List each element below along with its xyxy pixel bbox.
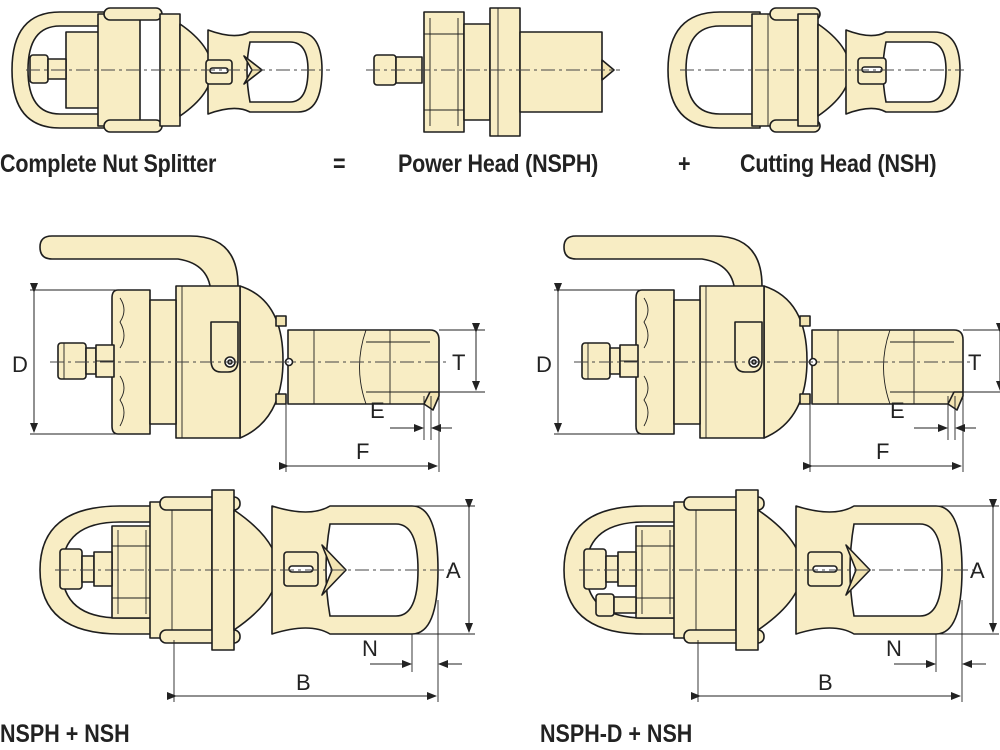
cutting-head-drawing [667,7,965,133]
power-head-label: Power Head (NSPH) [398,150,599,178]
nsph-d-nsh-side-view [554,236,1000,472]
dim-label-a: A [970,558,985,583]
power-head-drawing [365,7,621,137]
dim-label-t: T [968,350,981,375]
dim-label-f: F [356,439,369,464]
dim-label-t: T [452,350,465,375]
complete-nut-splitter-drawing [11,7,331,133]
nsph-d-nsh-caption: NSPH-D + NSH [540,720,693,748]
dim-label-n: N [362,636,378,661]
complete-nut-splitter-label: Complete Nut Splitter [0,150,217,178]
dim-label-b: B [818,670,833,695]
equals-sign: = [333,150,346,178]
dim-label-f: F [876,439,889,464]
nsph-nsh-side-view [30,236,485,472]
second-coupler-d-variant [595,593,637,617]
dim-label-b: B [296,670,311,695]
dim-label-e: E [370,398,385,423]
dim-label-n: N [886,636,902,661]
dim-label-e: E [890,398,905,423]
dim-label-d: D [12,352,28,377]
dim-label-d: D [536,352,552,377]
cutting-head-label: Cutting Head (NSH) [740,150,937,178]
nsph-d-nsh-top-view [564,490,999,702]
plus-sign: + [678,150,691,178]
nsph-nsh-top-view [40,490,475,702]
dim-label-a: A [446,558,461,583]
nsph-nsh-caption: NSPH + NSH [0,720,130,748]
